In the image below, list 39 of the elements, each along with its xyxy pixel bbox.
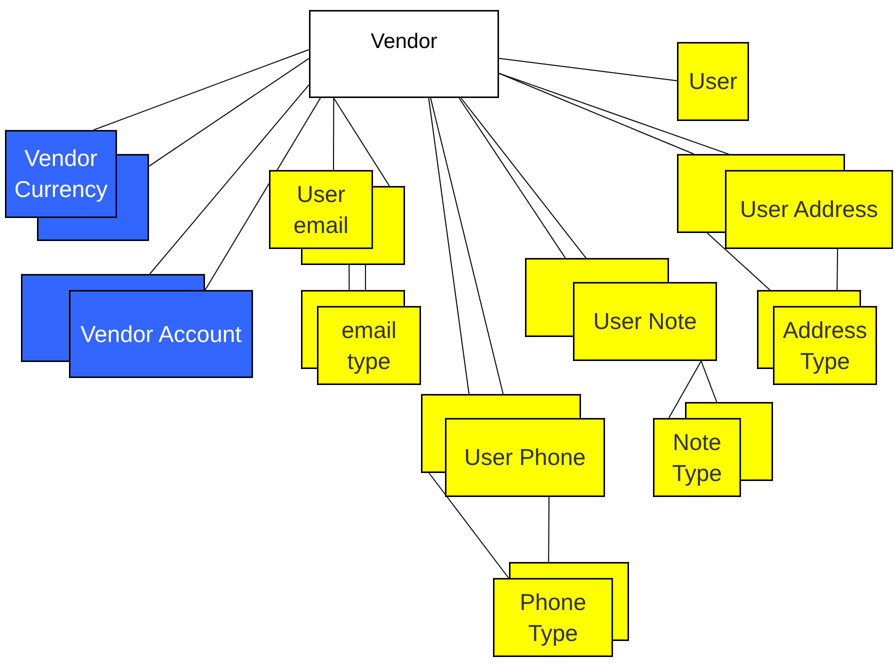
entity-name: User Phone — [464, 443, 586, 472]
entity-name: User — [688, 67, 738, 96]
connector-line — [92, 49, 310, 130]
stacked-entity-card — [677, 154, 893, 249]
stacked-entity-card — [5, 130, 149, 241]
entity-name: Phone Type — [518, 588, 588, 648]
connector-line — [498, 72, 694, 154]
entity-name: email type — [340, 316, 398, 376]
connector-line — [700, 360, 718, 402]
connector-line — [836, 248, 838, 290]
entity-name: Vendor Account — [80, 320, 242, 348]
connector-line — [458, 98, 566, 258]
entity-box — [677, 42, 749, 121]
stacked-entity-card — [21, 274, 253, 378]
stacked-entity-card — [653, 402, 773, 497]
connector-line — [332, 98, 334, 170]
connector-line — [204, 98, 321, 290]
entity-name: Note Type — [671, 428, 723, 488]
entity-name: User email — [292, 180, 350, 240]
stacked-entity-card — [525, 258, 717, 361]
connector-line — [364, 264, 366, 290]
entity-name: Vendor Currency — [13, 144, 109, 204]
connector-line — [149, 84, 310, 274]
connector-line — [498, 58, 678, 82]
connector-line — [428, 472, 510, 578]
stacked-entity-card — [269, 170, 405, 265]
entity-name: Address Type — [782, 316, 868, 376]
entity-name: User Address — [740, 195, 878, 224]
entity-name: User Note — [593, 307, 697, 336]
stacked-entity-card — [757, 290, 877, 385]
stacked-entity-card — [493, 562, 629, 657]
entity-name: Vendor — [370, 29, 438, 55]
connector-line — [428, 98, 470, 394]
connector-line — [148, 58, 310, 167]
stacked-entity-card — [301, 290, 421, 385]
connector-line — [333, 98, 390, 186]
entity-box — [309, 10, 499, 98]
connector-line — [548, 496, 550, 562]
stacked-entity-card — [421, 394, 605, 497]
